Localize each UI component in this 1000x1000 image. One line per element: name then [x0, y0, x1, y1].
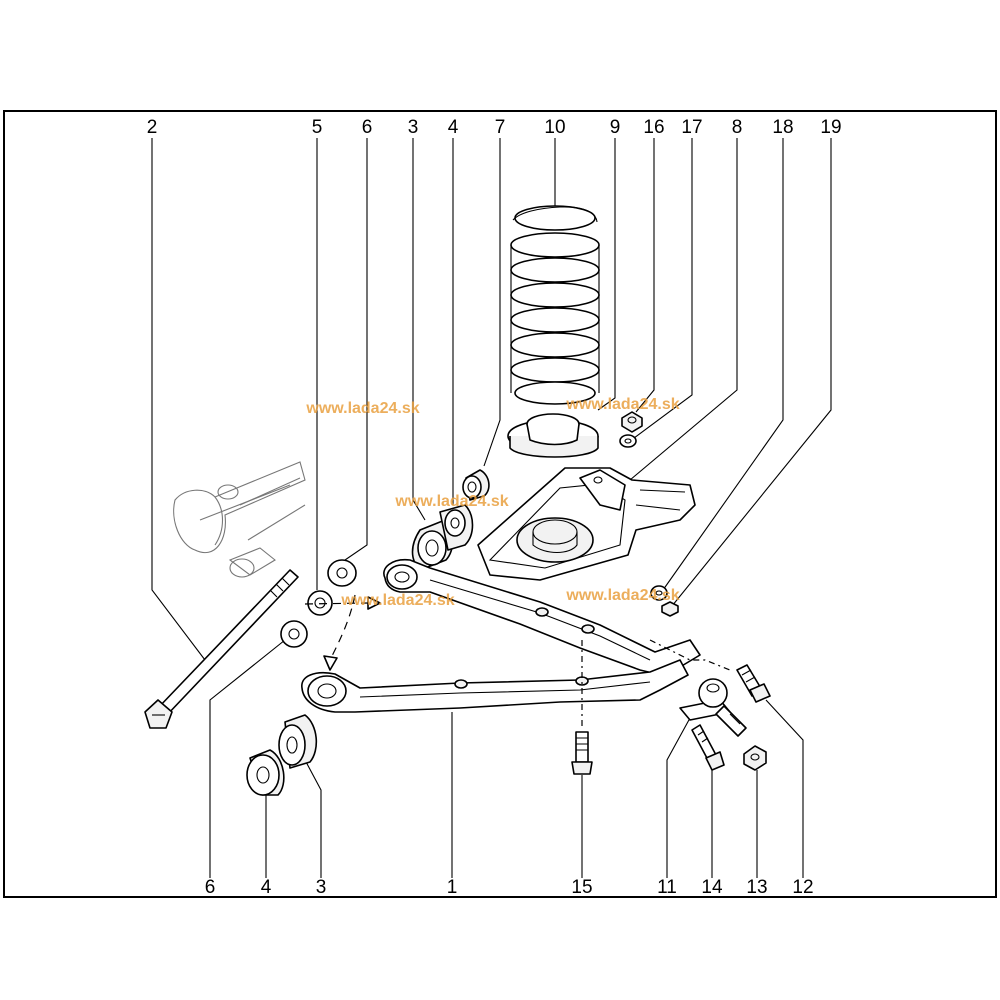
callout-7-top: 7: [495, 117, 506, 138]
callout-9-top: 9: [610, 117, 621, 138]
watermark-3: www.lada24.sk: [394, 493, 508, 510]
washer-18: [650, 585, 668, 601]
nut-16: [621, 411, 643, 433]
leader-6-top: [344, 138, 368, 561]
leader-3-top: [412, 138, 426, 521]
long-bolt: [144, 569, 299, 729]
callout-16-top: 16: [643, 117, 664, 138]
nut-19: [661, 601, 679, 617]
watermark-1: www.lada24.sk: [305, 400, 419, 417]
leader-12: [765, 699, 804, 878]
callout-19-top: 19: [820, 117, 841, 138]
callout-10-top: 10: [544, 117, 565, 138]
callout-3-top: 3: [408, 117, 419, 138]
upper-control-arm: [383, 558, 701, 677]
washer-6-lower: [280, 620, 308, 648]
lower-bushings: [246, 714, 318, 796]
coil-spring: [510, 205, 600, 405]
callout-18-top: 18: [772, 117, 793, 138]
axis-lines: [581, 639, 731, 730]
leader-lines: [151, 138, 832, 878]
callout-1-bottom: 1: [447, 877, 458, 898]
spring-seat: [507, 413, 599, 458]
watermark-4: www.lada24.sk: [340, 592, 454, 609]
bolt-15: [571, 731, 593, 775]
leader-7: [483, 138, 501, 467]
leader-9: [597, 138, 616, 411]
leader-18: [662, 138, 784, 591]
leader-19: [671, 138, 832, 607]
top-callouts: 2 5 6 3 4 7 10 9 16 17 8 18 19: [147, 117, 842, 138]
callout-3-bottom: 3: [316, 877, 327, 898]
callout-8-top: 8: [732, 117, 743, 138]
leader-8: [629, 138, 738, 481]
upper-washers: [280, 559, 357, 648]
bolt-12: [736, 664, 771, 703]
leader-6-bottom: [209, 639, 286, 878]
callout-2-top: 2: [147, 117, 158, 138]
washer-6-upper: [327, 559, 357, 587]
drawing-frame: [3, 110, 997, 898]
callout-6-top: 6: [362, 117, 373, 138]
small-nuts: [619, 411, 643, 448]
lower-control-arm: [301, 659, 689, 713]
ball-joint: [679, 678, 747, 737]
body-mount-ghost: [173, 461, 306, 578]
bottom-callouts: 6 4 3 1 15 11 14 13 12: [205, 877, 814, 898]
nut-13: [743, 745, 767, 771]
callout-5-top: 5: [312, 117, 323, 138]
callout-12-bottom: 12: [792, 877, 813, 898]
callout-11-bottom: 11: [657, 877, 677, 898]
leader-11: [666, 717, 691, 878]
callout-13-bottom: 13: [746, 877, 767, 898]
callout-17-top: 17: [681, 117, 702, 138]
watermarks: www.lada24.sk www.lada24.sk www.lada24.s…: [305, 396, 679, 609]
washer-5: [307, 590, 333, 616]
callout-4-bottom: 4: [261, 877, 272, 898]
small-bushing-7: [462, 469, 490, 501]
assembly-arrows: [304, 594, 381, 671]
small-washers: [650, 585, 679, 617]
spring-pan-bracket: [477, 467, 696, 581]
leader-3-bottom: [304, 759, 322, 878]
washer-17: [619, 434, 637, 448]
leader-17: [633, 138, 693, 439]
upper-bushings: [411, 504, 474, 571]
bolt-14: [691, 724, 725, 771]
callout-15-bottom: 15: [571, 877, 592, 898]
leader-2: [151, 138, 206, 661]
leader-16: [635, 138, 655, 413]
callout-4-top: 4: [448, 117, 459, 138]
callout-14-bottom: 14: [701, 877, 723, 898]
watermark-2: www.lada24.sk: [565, 396, 679, 413]
callout-6-bottom: 6: [205, 877, 216, 898]
watermark-5: www.lada24.sk: [565, 587, 679, 604]
